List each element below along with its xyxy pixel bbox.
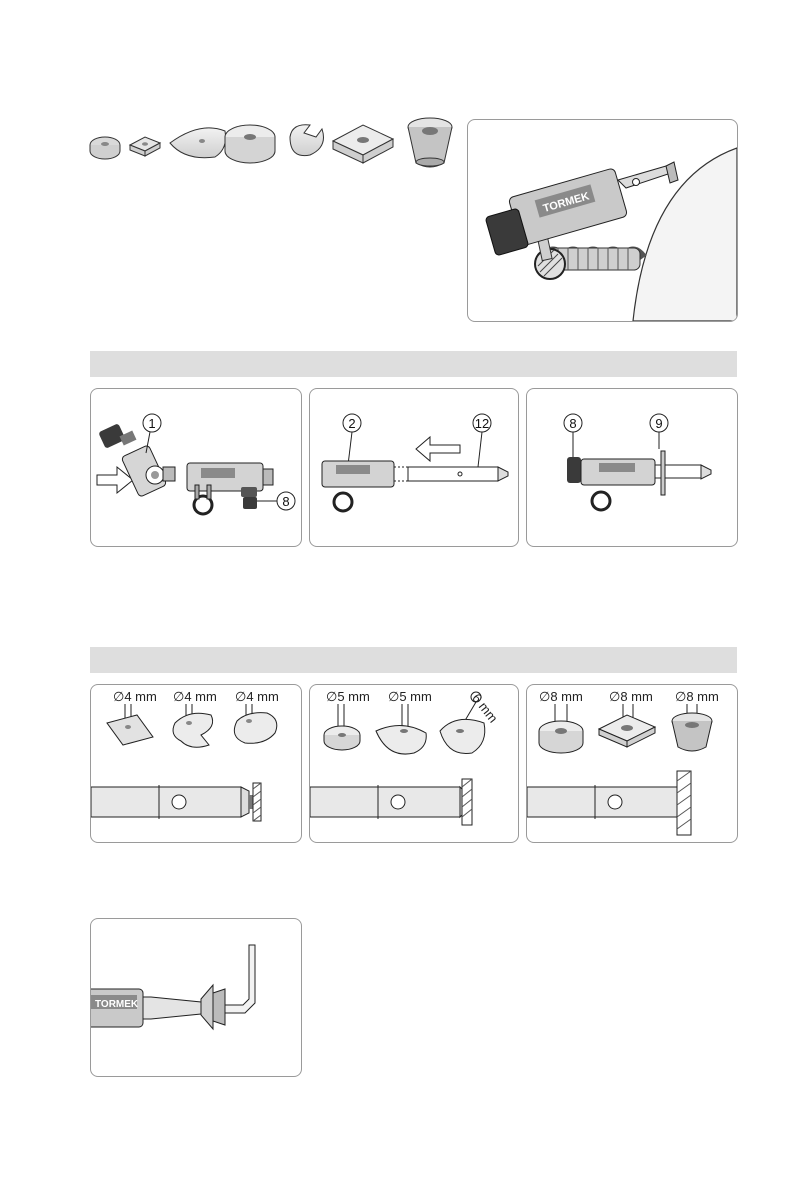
stone-teardrop-icon (170, 128, 226, 158)
assembly-panel-3: 8 9 (526, 388, 738, 547)
size-label: ∅8 mm (675, 689, 719, 704)
size-label: ∅4 mm (235, 689, 279, 704)
stone-cone-icon (408, 118, 452, 167)
section-band-2 (90, 647, 737, 673)
wheel-jig-panel: TORMEK (467, 119, 738, 322)
stone-wrench-shape-icon (290, 125, 324, 156)
allen-key-panel: TORMEK (90, 918, 302, 1077)
assembly-panel-2: 2 12 (309, 388, 519, 547)
size-label: ∅5 mm (326, 689, 370, 704)
size-panel-4mm: ∅4 mm ∅4 mm ∅4 mm (90, 684, 302, 843)
size-panel-8mm: ∅8 mm ∅8 mm ∅8 mm (526, 684, 738, 843)
stones-row (85, 115, 455, 185)
callout-9: 9 (655, 416, 662, 431)
stone-square-large-icon (333, 125, 393, 163)
callout-8b: 8 (569, 416, 576, 431)
stone-round-large-icon (225, 125, 275, 163)
callout-1: 1 (148, 416, 155, 431)
stone-square-small-icon (130, 137, 160, 156)
size-label: ∅4 mm (113, 689, 157, 704)
assembly-panel-1: 1 8 (90, 388, 302, 547)
size-panel-5mm: ∅5 mm ∅5 mm 6 mm (309, 684, 519, 843)
callout-12: 12 (475, 416, 489, 431)
size-label: ∅5 mm (388, 689, 432, 704)
size-label: ∅8 mm (609, 689, 653, 704)
callout-2: 2 (348, 416, 355, 431)
tormek-logo: TORMEK (95, 999, 139, 1010)
size-label: ∅8 mm (539, 689, 583, 704)
size-label: ∅4 mm (173, 689, 217, 704)
callout-8: 8 (282, 494, 289, 509)
section-band-1 (90, 351, 737, 377)
stone-round-small-icon (90, 137, 120, 159)
